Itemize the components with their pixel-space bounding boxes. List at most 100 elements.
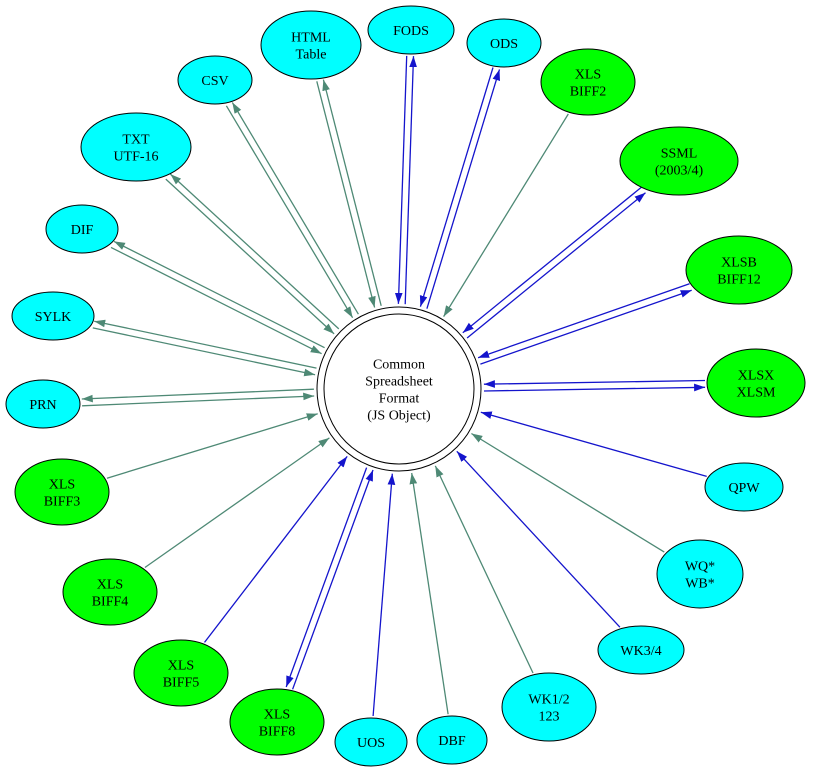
edge-line xyxy=(480,411,707,478)
edges-layer xyxy=(81,55,707,717)
node-label-line: DIF xyxy=(71,223,94,238)
node-ellipse xyxy=(14,458,110,526)
node-ellipse xyxy=(416,715,488,765)
node-label: QPW xyxy=(728,481,760,496)
edge-line xyxy=(409,472,449,715)
node-ssml: SSML(2003/4) xyxy=(619,126,739,196)
node-label-line: WQ* xyxy=(685,560,715,575)
edge-line xyxy=(110,246,322,355)
node-csv: CSV xyxy=(177,55,253,105)
node-label-line: BIFF2 xyxy=(570,85,607,100)
node-label-line: ODS xyxy=(490,37,518,52)
node-ellipse xyxy=(501,672,597,742)
node-html-table: HTML Table xyxy=(260,10,362,80)
node-label-line: BIFF5 xyxy=(163,676,200,691)
node-ellipse xyxy=(619,126,739,196)
node-label-line: XLS xyxy=(49,478,75,493)
node-label-line: WB* xyxy=(685,577,715,592)
node-xls-biff5: XLS BIFF5 xyxy=(133,639,229,707)
node-label-line: UTF-16 xyxy=(113,150,158,165)
node-label-line: UOS xyxy=(357,736,385,751)
edge-line xyxy=(113,240,325,349)
edge-line xyxy=(165,178,335,335)
edge-line xyxy=(92,327,316,377)
node-label-line: XLS xyxy=(168,659,194,674)
node-uos: UOS xyxy=(334,717,408,767)
node-label-line: CSV xyxy=(201,74,228,89)
node-label: XLS BIFF8 xyxy=(259,708,296,740)
edge-line xyxy=(462,186,642,334)
node-label-line: DBF xyxy=(438,734,465,749)
node-ellipse xyxy=(80,112,192,182)
node-label: SSML(2003/4) xyxy=(655,147,704,179)
node-wk1-2-123: WK1/2 123 xyxy=(501,672,597,742)
edge-line xyxy=(477,283,690,359)
node-label-line: PRN xyxy=(29,398,56,413)
node-label: DBF xyxy=(438,734,465,749)
node-wq-wb: WQ* WB* xyxy=(656,539,744,609)
node-ellipse xyxy=(11,291,95,341)
edge-line xyxy=(225,105,354,319)
node-ellipse xyxy=(540,48,636,116)
node-ellipse xyxy=(704,462,784,512)
node-label-line: WK1/2 xyxy=(528,693,569,708)
node-label: WK3/4 xyxy=(620,644,661,659)
edge-line xyxy=(456,450,621,628)
node-label: WK1/2 123 xyxy=(528,693,569,725)
node-label-line: (2003/4) xyxy=(655,164,704,179)
node-label-line: XLSB xyxy=(721,256,757,271)
node-ellipse xyxy=(62,558,158,626)
node-ellipse xyxy=(229,688,325,756)
edge-line xyxy=(203,456,348,643)
edge-line xyxy=(426,69,501,309)
edge-line xyxy=(434,465,534,674)
node-ellipse xyxy=(133,639,229,707)
node-label-line: TXT xyxy=(122,133,150,148)
node-ellipse xyxy=(597,625,685,675)
node-label: UOS xyxy=(357,736,385,751)
node-label: XLS BIFF5 xyxy=(163,659,200,691)
node-dbf: DBF xyxy=(416,715,488,765)
edge-line xyxy=(443,113,569,317)
node-fods: FODS xyxy=(367,5,455,55)
node-label-line: Table xyxy=(296,48,327,63)
edge-line xyxy=(394,55,408,304)
node-ellipse xyxy=(260,10,362,80)
node-label-line: XLS xyxy=(264,708,290,723)
node-label-line: 123 xyxy=(539,710,560,725)
node-label-line: SYLK xyxy=(35,310,72,325)
node-ellipse xyxy=(706,348,806,418)
edge-line xyxy=(483,379,706,388)
edge-line xyxy=(419,67,494,307)
node-label-line: QPW xyxy=(728,481,760,496)
node-label: CSV xyxy=(201,74,228,89)
node-label-line: XLS xyxy=(97,578,123,593)
edge-line xyxy=(322,79,382,306)
node-label-line: FODS xyxy=(393,24,429,39)
node-label: FODS xyxy=(393,24,429,39)
node-txt-utf-16: TXT UTF-16 xyxy=(80,112,192,182)
node-label-line: Spreadsheet xyxy=(365,375,433,390)
node-ellipse xyxy=(367,5,455,55)
node-dif: DIF xyxy=(45,204,119,254)
node-label: WQ* WB* xyxy=(685,560,715,592)
node-label: ODS xyxy=(490,37,518,52)
node-label-line: BIFF8 xyxy=(259,725,296,740)
node-label-line: HTML xyxy=(291,31,331,46)
node-ellipse xyxy=(656,539,744,609)
edge-line xyxy=(372,473,396,717)
edge-line xyxy=(82,392,315,407)
node-ellipse xyxy=(334,717,408,767)
node-ellipse xyxy=(685,235,793,305)
edge-line xyxy=(231,102,359,315)
